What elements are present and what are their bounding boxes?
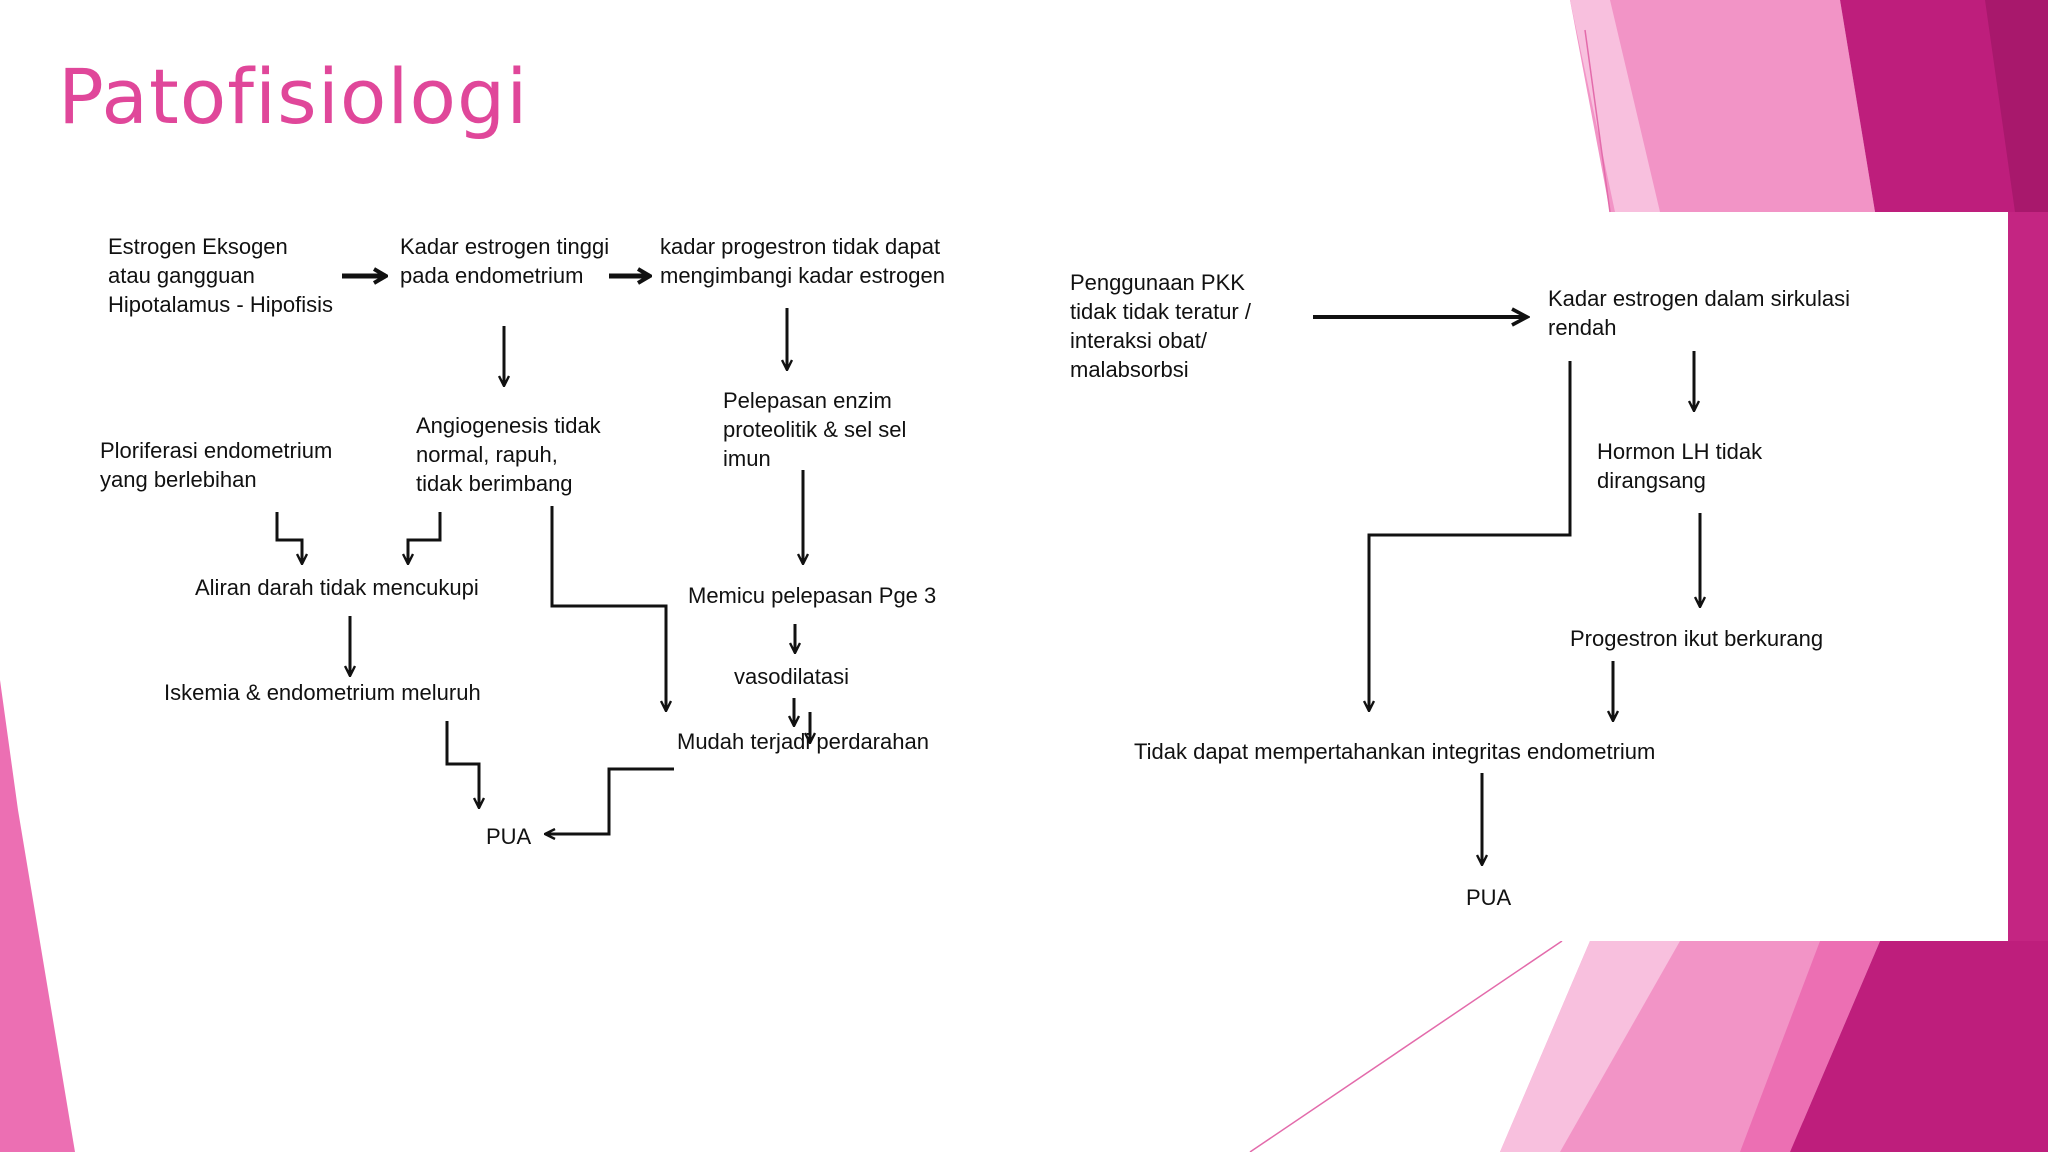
arrow-estrogen-rendah-to-integritas xyxy=(1369,361,1572,711)
arrow-angiogenesis-to-perdarahan xyxy=(550,506,666,711)
bg-shape-left-strip xyxy=(0,680,75,1152)
node-angiogenesis: Angiogenesis tidak normal, rapuh, tidak … xyxy=(416,413,601,496)
node-iskemia: Iskemia & endometrium meluruh xyxy=(164,680,481,705)
flowchart-left: Estrogen Eksogen atau gangguan Hipotalam… xyxy=(86,216,1016,876)
slide-title: Patofisiologi xyxy=(58,52,529,141)
node-mudah-perdarahan: Mudah terjadi perdarahan xyxy=(677,729,929,754)
node-pelepasan-enzim: Pelepasan enzim proteolitik & sel sel im… xyxy=(723,388,907,471)
node-ploriferasi: Ploriferasi endometrium yang berlebihan xyxy=(100,438,333,492)
node-memicu-pge3: Memicu pelepasan Pge 3 xyxy=(688,583,937,608)
arrow-ploriferasi-to-aliran xyxy=(275,512,302,564)
arrow-angiogenesis-to-aliran xyxy=(408,512,442,564)
node-kadar-estrogen-tinggi: Kadar estrogen tinggi pada endometrium xyxy=(400,234,610,288)
arrow-iskemia-to-pua xyxy=(445,721,479,808)
bg-thin-line-top xyxy=(1584,29,1611,213)
node-kadar-estrogen-rendah: Kadar estrogen dalam sirkulasi rendah xyxy=(1548,286,1851,340)
node-penggunaan-pkk: Penggunaan PKK tidak tidak teratur / int… xyxy=(1070,270,1251,382)
bg-shape-bottom-mid xyxy=(1740,941,1880,1152)
node-progestron-berkurang: Progestron ikut berkurang xyxy=(1570,626,1824,651)
node-progestron-tidak-dapat: kadar progestron tidak dapat mengimbangi… xyxy=(660,234,945,288)
bg-shape-right-strip xyxy=(2008,212,2048,941)
flowchart-left-arrows xyxy=(275,216,1016,876)
node-pua-right: PUA xyxy=(1466,885,1512,910)
node-tidak-dapat-mempertahankan: Tidak dapat mempertahankan integritas en… xyxy=(1134,739,1656,764)
bg-shape-bottom-lightest xyxy=(1500,941,1680,1152)
flowchart-right-arrows xyxy=(1313,213,2008,941)
bg-thin-line-bottom xyxy=(1249,940,1563,1152)
arrow-perdarahan-to-pua xyxy=(545,767,674,834)
bg-shape-top-darker xyxy=(1985,0,2048,212)
node-pua-left: PUA xyxy=(486,824,532,849)
node-hormon-lh: Hormon LH tidak dirangsang xyxy=(1597,439,1763,493)
node-vasodilatasi: vasodilatasi xyxy=(734,664,849,689)
bg-shape-bottom-dark xyxy=(1790,941,2048,1152)
node-estrogen-eksogen: Estrogen Eksogen atau gangguan Hipotalam… xyxy=(108,234,333,317)
flowchart-right: Penggunaan PKK tidak tidak teratur / int… xyxy=(1040,213,2008,941)
node-aliran-darah: Aliran darah tidak mencukupi xyxy=(195,575,479,600)
bg-shape-top-lightest xyxy=(1570,0,1660,212)
